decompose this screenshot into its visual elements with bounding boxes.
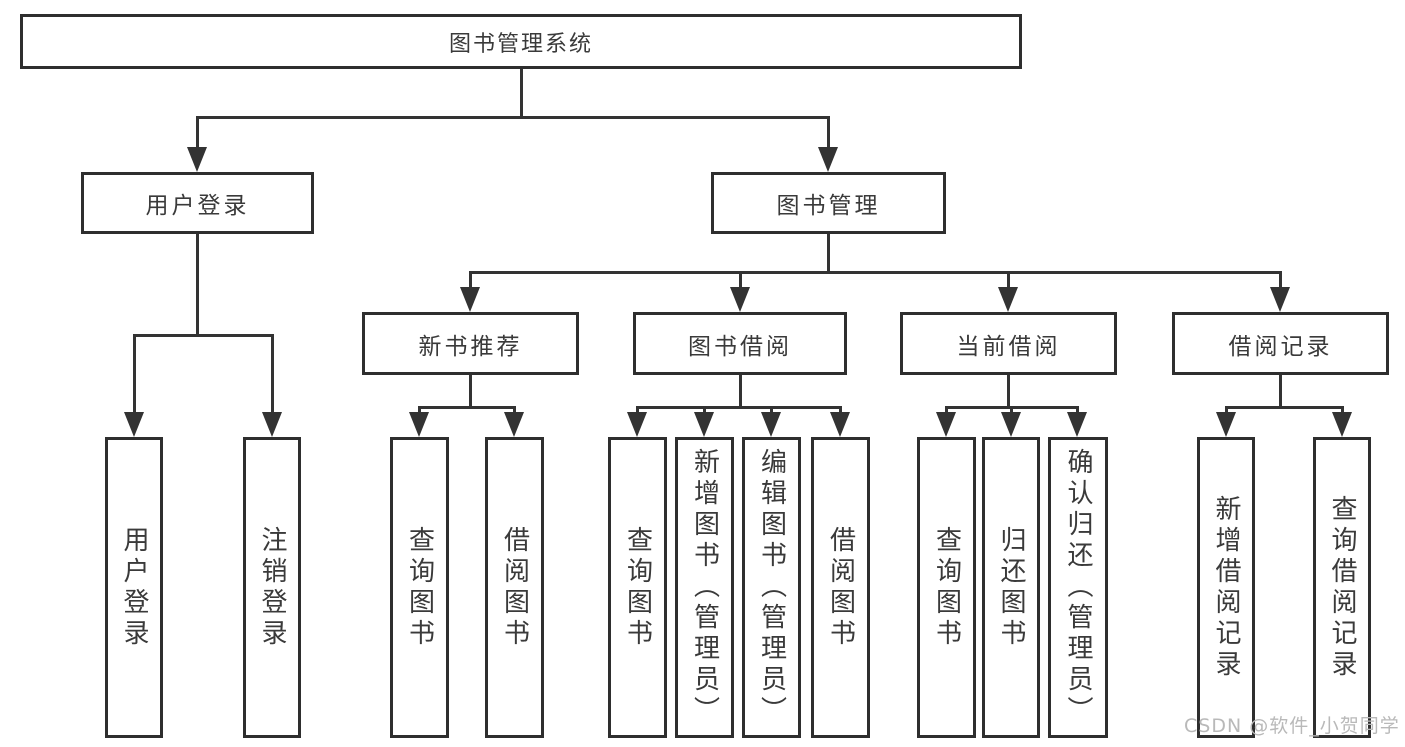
node-leaf-cb-confirm: 确认归还（管理员） [1048, 437, 1108, 738]
connector-line [468, 270, 1282, 274]
node-label: 用户登录 [145, 193, 250, 219]
connector-line [826, 234, 830, 272]
connector-line [1009, 407, 1013, 414]
arrow-down-icon [730, 287, 750, 312]
connector-line [1006, 375, 1010, 407]
arrow-down-icon [936, 412, 956, 437]
node-label: 查询借阅记录 [1327, 494, 1357, 681]
node-leaf-br-query: 查询借阅记录 [1313, 437, 1371, 738]
connector-line [1075, 407, 1079, 414]
connector-line [1278, 272, 1282, 289]
node-label: 新书推荐 [418, 333, 523, 360]
arrow-down-icon [1332, 412, 1352, 437]
node-label: 借阅图书 [499, 525, 530, 650]
node-book-mgmt: 图书管理 [711, 172, 946, 234]
connector-line [417, 405, 516, 409]
node-new-book: 新书推荐 [362, 312, 579, 375]
node-label: 当前借阅 [956, 333, 1061, 360]
connector-line [635, 407, 639, 414]
connector-line [468, 272, 472, 289]
connector-line [195, 117, 199, 149]
connector-line [635, 405, 842, 409]
connector-line [702, 407, 706, 414]
arrow-down-icon [262, 412, 282, 437]
arrow-down-icon [1270, 287, 1290, 312]
connector-line [195, 234, 199, 335]
node-label: 归还图书 [996, 525, 1026, 650]
node-label: 编辑图书（管理员） [756, 448, 787, 727]
connector-line [195, 115, 830, 119]
node-borrow-records: 借阅记录 [1172, 312, 1389, 375]
node-label: 图书管理系统 [448, 31, 593, 57]
connector-line [826, 117, 830, 149]
connector-line [944, 407, 948, 414]
node-label: 新增借阅记录 [1211, 494, 1241, 681]
node-leaf-user-login: 用户登录 [105, 437, 163, 738]
node-leaf-bb-query: 查询图书 [608, 437, 667, 738]
connector-line [270, 335, 274, 414]
node-label: 新增图书（管理员） [689, 448, 720, 727]
arrow-down-icon [409, 412, 429, 437]
arrow-down-icon [761, 412, 781, 437]
connector-line [519, 69, 523, 117]
node-leaf-nb-query: 查询图书 [390, 437, 449, 738]
node-leaf-user-logout: 注销登录 [243, 437, 301, 738]
connector-line [512, 407, 516, 414]
arrow-down-icon [694, 412, 714, 437]
node-leaf-nb-borrow: 借阅图书 [485, 437, 544, 738]
arrow-down-icon [460, 287, 480, 312]
arrow-down-icon [124, 412, 144, 437]
arrow-down-icon [187, 147, 207, 172]
connector-line [738, 375, 742, 407]
node-leaf-bb-borrow: 借阅图书 [811, 437, 870, 738]
watermark: CSDN @软件_小贺同学 [1184, 715, 1400, 737]
connector-line [132, 333, 274, 337]
connector-line [1224, 407, 1228, 414]
arrow-down-icon [1216, 412, 1236, 437]
connector-line [417, 407, 421, 414]
node-label: 用户登录 [119, 525, 149, 650]
arrow-down-icon [504, 412, 524, 437]
arrow-down-icon [1001, 412, 1021, 437]
node-leaf-cb-query: 查询图书 [917, 437, 976, 738]
node-label: 借阅图书 [825, 525, 856, 650]
connector-line [1006, 272, 1010, 289]
connector-line [468, 375, 472, 407]
arrow-down-icon [627, 412, 647, 437]
connector-line [1224, 405, 1344, 409]
arrow-down-icon [818, 147, 838, 172]
node-label: 注销登录 [257, 525, 287, 650]
node-current-borrow: 当前借阅 [900, 312, 1117, 375]
arrow-down-icon [998, 287, 1018, 312]
connector-line [738, 272, 742, 289]
node-label: 查询图书 [931, 525, 962, 650]
connector-line [1278, 375, 1282, 407]
node-label: 确认归还（管理员） [1063, 448, 1093, 727]
connector-line [769, 407, 773, 414]
node-leaf-br-add: 新增借阅记录 [1197, 437, 1255, 738]
node-label: 查询图书 [404, 525, 435, 650]
node-user-login: 用户登录 [81, 172, 314, 234]
node-leaf-cb-return: 归还图书 [982, 437, 1040, 738]
node-leaf-bb-add: 新增图书（管理员） [675, 437, 734, 738]
connector-line [838, 407, 842, 414]
node-leaf-bb-edit: 编辑图书（管理员） [742, 437, 801, 738]
node-book-borrow: 图书借阅 [633, 312, 847, 375]
connector-line [132, 335, 136, 414]
arrow-down-icon [1067, 412, 1087, 437]
node-label: 借阅记录 [1228, 333, 1333, 360]
node-label: 图书借阅 [688, 333, 792, 360]
connector-line [1340, 407, 1344, 414]
node-label: 图书管理 [776, 193, 881, 219]
node-label: 查询图书 [622, 525, 653, 650]
arrow-down-icon [830, 412, 850, 437]
node-root: 图书管理系统 [20, 14, 1022, 69]
